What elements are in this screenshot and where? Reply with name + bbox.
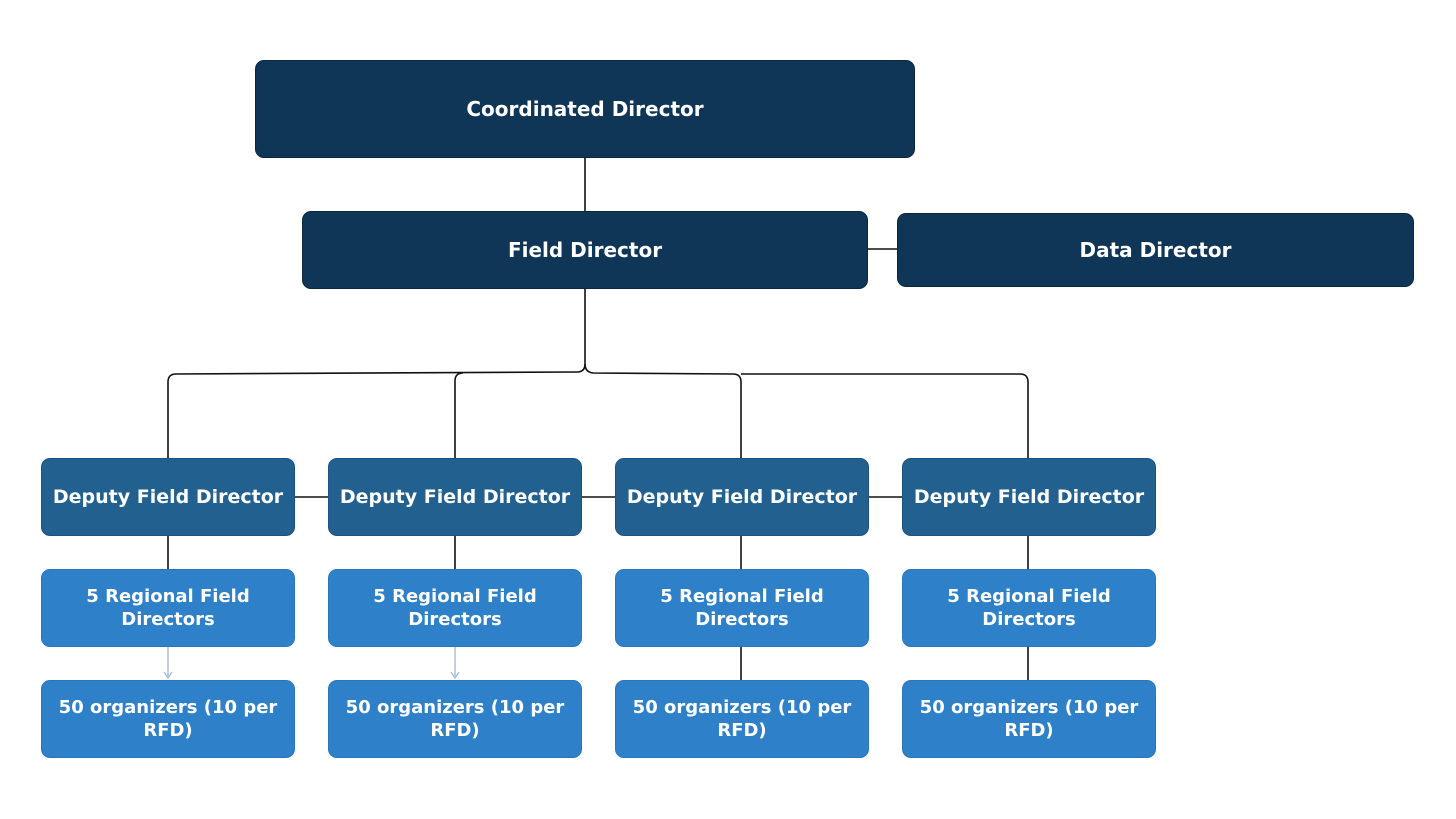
regional-field-directors-box-4: 5 Regional Field Directors xyxy=(902,569,1156,647)
organizers-box-3: 50 organizers (10 per RFD) xyxy=(615,680,869,758)
organizers-label: 50 organizers (10 per RFD) xyxy=(58,696,278,741)
rfd-label: 5 Regional Field Directors xyxy=(86,585,250,630)
organizers-label: 50 organizers (10 per RFD) xyxy=(632,696,852,741)
rfd-label: 5 Regional Field Directors xyxy=(947,585,1111,630)
arrowhead-2 xyxy=(450,671,460,680)
regional-field-directors-box-2: 5 Regional Field Directors xyxy=(328,569,582,647)
regional-field-directors-box-3: 5 Regional Field Directors xyxy=(615,569,869,647)
organizers-box-1: 50 organizers (10 per RFD) xyxy=(41,680,295,758)
organizers-label: 50 organizers (10 per RFD) xyxy=(345,696,565,741)
connector-branch-1 xyxy=(167,363,586,458)
deputy-field-director-box-1: Deputy Field Director xyxy=(41,458,295,536)
regional-field-directors-box-1: 5 Regional Field Directors xyxy=(41,569,295,647)
coordinated-director-box: Coordinated Director xyxy=(255,60,915,158)
deputy-field-director-box-2: Deputy Field Director xyxy=(328,458,582,536)
data-director-box: Data Director xyxy=(897,213,1414,287)
deputy-label: Deputy Field Director xyxy=(52,485,284,508)
organizers-label: 50 organizers (10 per RFD) xyxy=(919,696,1139,741)
rfd-label: 5 Regional Field Directors xyxy=(660,585,824,630)
organizers-box-4: 50 organizers (10 per RFD) xyxy=(902,680,1156,758)
organizers-box-2: 50 organizers (10 per RFD) xyxy=(328,680,582,758)
data-director-label: Data Director xyxy=(1079,238,1232,262)
connector-branch-2 xyxy=(454,372,464,458)
rfd-label: 5 Regional Field Directors xyxy=(373,585,537,630)
arrowhead-1 xyxy=(163,671,173,680)
deputy-label: Deputy Field Director xyxy=(913,485,1145,508)
connector-branch-4 xyxy=(741,373,1029,458)
deputy-field-director-box-4: Deputy Field Director xyxy=(902,458,1156,536)
field-director-label: Field Director xyxy=(507,238,663,262)
deputy-field-director-box-3: Deputy Field Director xyxy=(615,458,869,536)
connector-branch-3 xyxy=(584,363,742,458)
deputy-label: Deputy Field Director xyxy=(339,485,571,508)
deputy-label: Deputy Field Director xyxy=(626,485,858,508)
coordinated-director-label: Coordinated Director xyxy=(466,97,704,121)
field-director-box: Field Director xyxy=(302,211,868,289)
